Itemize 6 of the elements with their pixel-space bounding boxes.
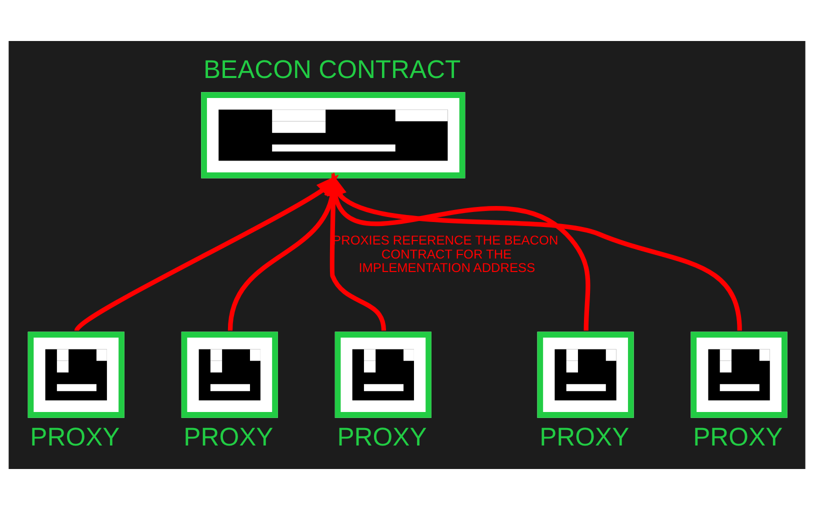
node-label: PROXY <box>184 423 274 452</box>
node-label: BEACON CONTRACT <box>203 56 461 84</box>
node-label: PROXY <box>693 423 783 452</box>
node-label: PROXY <box>30 423 120 452</box>
node-label: PROXY <box>337 423 427 452</box>
node-label: PROXY <box>540 423 630 452</box>
